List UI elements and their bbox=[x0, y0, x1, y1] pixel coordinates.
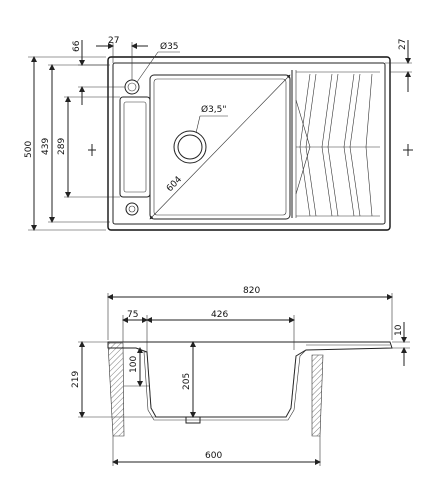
dim-offset-right-top: 27 bbox=[398, 39, 408, 50]
dim-width-bottom: 600 bbox=[205, 451, 222, 461]
dim-height-total-side: 219 bbox=[71, 371, 81, 388]
dim-bowl-depth-side: 205 bbox=[182, 373, 192, 390]
dim-bowl-depth: 289 bbox=[57, 138, 67, 155]
tap-hole-icon bbox=[124, 79, 140, 95]
dim-drain: Ø3,5" bbox=[201, 104, 227, 115]
sink-outline bbox=[107, 56, 391, 231]
sink-rim bbox=[112, 62, 386, 225]
dim-height-inner: 439 bbox=[41, 138, 51, 155]
drain-icon bbox=[173, 130, 207, 164]
dim-diagonal: 604 bbox=[165, 175, 184, 195]
dim-offset-top: 66 bbox=[72, 40, 82, 52]
dim-offset-bowl: 75 bbox=[127, 310, 138, 320]
overflow-hole-icon bbox=[125, 202, 139, 216]
dim-height-total: 500 bbox=[24, 141, 34, 158]
dim-rim-depth: 100 bbox=[129, 356, 139, 373]
top-view: 604 500 43 bbox=[24, 36, 413, 231]
side-rail bbox=[119, 96, 151, 198]
dim-offset-left: 27 bbox=[108, 36, 119, 46]
left-wall-hatch bbox=[107, 342, 125, 437]
right-wall-hatch bbox=[311, 354, 324, 437]
dim-bowl-width: 426 bbox=[211, 310, 228, 320]
side-view: 820 75 426 219 100 205 10 600 bbox=[71, 286, 410, 466]
dim-width-total: 820 bbox=[243, 286, 260, 296]
side-rail-inner bbox=[123, 101, 147, 193]
dim-drainer-height: 10 bbox=[394, 324, 404, 336]
dim-tap-hole: Ø35 bbox=[160, 41, 179, 52]
drainer-board bbox=[291, 70, 380, 218]
